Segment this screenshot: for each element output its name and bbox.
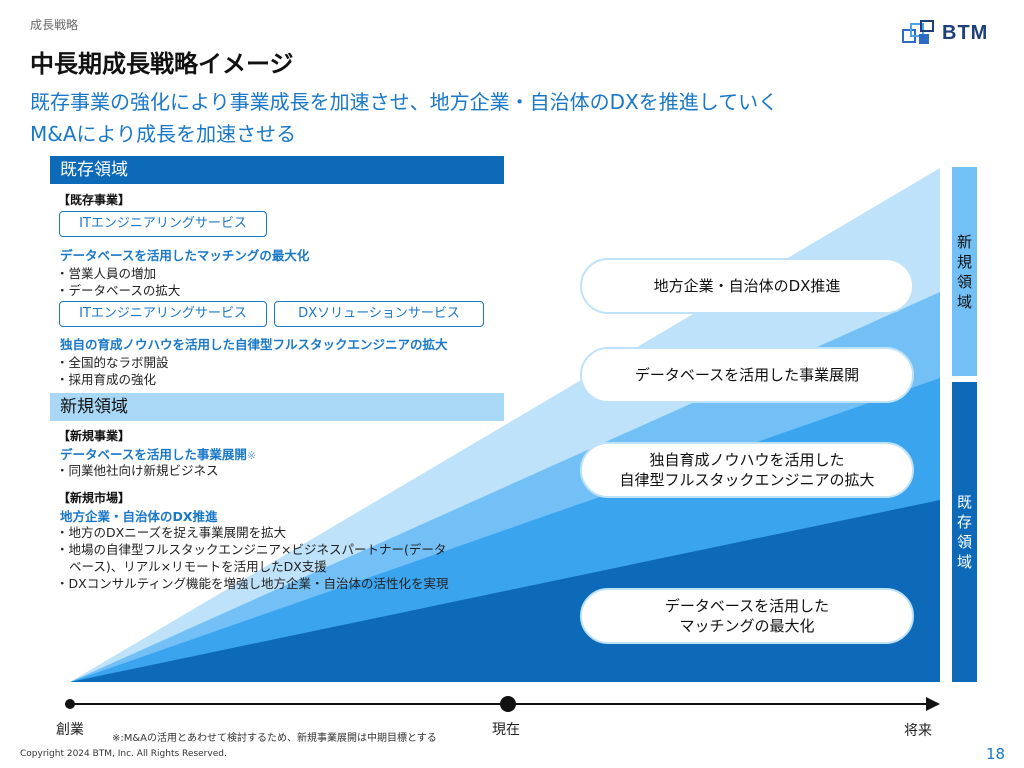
- bullet-local-engineers: 地場の自律型フルスタックエンジニア×ビジネスパートナー(データ: [56, 539, 447, 558]
- timeline-start-label: 創業: [56, 722, 84, 738]
- side-existing-char: 領: [956, 533, 972, 551]
- tag-it-engineering-1: ITエンジニアリングサービス: [59, 211, 267, 237]
- timeline-start-dot: [65, 699, 75, 709]
- pill-database-business: データベースを活用した事業展開: [580, 347, 914, 403]
- side-new-char: 域: [956, 292, 972, 311]
- footnote-mark: ※: [246, 449, 257, 462]
- btm-logo-text: BTM: [942, 21, 989, 44]
- timeline-now-label: 現在: [492, 722, 520, 738]
- btm-logo-icon: [902, 20, 934, 44]
- pill-engineer-line-2: 自律型フルスタックエンジニアの拡大: [619, 471, 875, 489]
- page-number: 18: [986, 745, 1006, 763]
- bullet-regional-needs: 地方のDXニーズを捉え事業展開を拡大: [56, 522, 287, 541]
- existing-head-matching: データベースを活用したマッチングの最大化: [60, 248, 310, 263]
- bullet-dx-consulting: DXコンサルティング機能を増強し地方企業・自治体の活性化を実現: [56, 573, 449, 592]
- subtitle-line-2: M&Aにより成長を加速させる: [30, 122, 297, 146]
- side-new-char: 領: [956, 272, 972, 291]
- bullet-local-engineers-cont: ベース)、リアル×リモートを活用したDX支援: [69, 559, 327, 574]
- pill-engineer-line-1: 独自育成ノウハウを活用した: [649, 451, 845, 469]
- section-tag: 成長戦略: [30, 18, 79, 32]
- bullet-nationwide-labs: 全国的なラボ開設: [56, 352, 169, 371]
- new-head-database-business-text: データベースを活用した事業展開: [60, 447, 247, 462]
- page-title: 中長期成長戦略イメージ: [30, 50, 294, 78]
- timeline-arrow-head: [926, 697, 940, 711]
- new-domain-band: 新規領域: [50, 393, 504, 421]
- bullet-recruit-training: 採用育成の強化: [56, 369, 157, 388]
- existing-domain-band: 既存領域: [50, 156, 504, 184]
- tag-it-engineering-2: ITエンジニアリングサービス: [59, 301, 267, 327]
- subtitle-line-1: 既存事業の強化により事業成長を加速させ、地方企業・自治体のDXを推進していく: [30, 90, 779, 114]
- pill-regional-dx: 地方企業・自治体のDX推進: [580, 258, 914, 314]
- bullet-sales-staff: 営業人員の増加: [56, 263, 157, 282]
- existing-head-engineer: 独自の育成ノウハウを活用した自律型フルスタックエンジニアの拡大: [60, 337, 448, 352]
- bullet-database-expansion: データベースの拡大: [56, 280, 181, 299]
- timeline-future-label: 将来: [904, 723, 932, 739]
- bullet-competitor-business: 同業他社向け新規ビジネス: [56, 460, 219, 479]
- pill-matching-line-2: マッチングの最大化: [679, 617, 815, 635]
- side-bar-new-domain: 新 規 領 域: [952, 167, 977, 376]
- copyright: Copyright 2024 BTM, Inc. All Rights Rese…: [20, 749, 227, 759]
- new-business-label: 【新規事業】: [58, 429, 131, 443]
- timeline-now-dot: [500, 696, 516, 712]
- tag-dx-solution: DXソリューションサービス: [274, 301, 484, 327]
- side-bar-existing-domain: 既 存 領 域: [952, 382, 977, 682]
- side-new-char: 新: [956, 232, 972, 251]
- existing-business-label: 【既存事業】: [58, 193, 131, 207]
- btm-logo: BTM: [902, 18, 1002, 48]
- new-head-database-business: データベースを活用した事業展開※: [60, 444, 256, 463]
- pill-engineer-expansion: 独自育成ノウハウを活用した 自律型フルスタックエンジニアの拡大: [580, 442, 914, 498]
- side-existing-char: 既: [956, 493, 972, 511]
- side-new-char: 規: [956, 252, 972, 271]
- side-existing-char: 域: [956, 553, 972, 571]
- new-market-label: 【新規市場】: [58, 491, 131, 505]
- pill-matching-maximization: データベースを活用した マッチングの最大化: [580, 588, 914, 644]
- pill-database-business-text: データベースを活用した事業展開: [634, 366, 860, 384]
- pill-regional-dx-text: 地方企業・自治体のDX推進: [653, 277, 841, 295]
- new-head-regional-dx: 地方企業・自治体のDX推進: [60, 509, 218, 524]
- side-existing-char: 存: [956, 513, 972, 531]
- footnote: ※:M&Aの活用とあわせて検討するため、新規事業展開は中期目標とする: [112, 733, 437, 744]
- pill-matching-line-1: データベースを活用した: [664, 597, 830, 615]
